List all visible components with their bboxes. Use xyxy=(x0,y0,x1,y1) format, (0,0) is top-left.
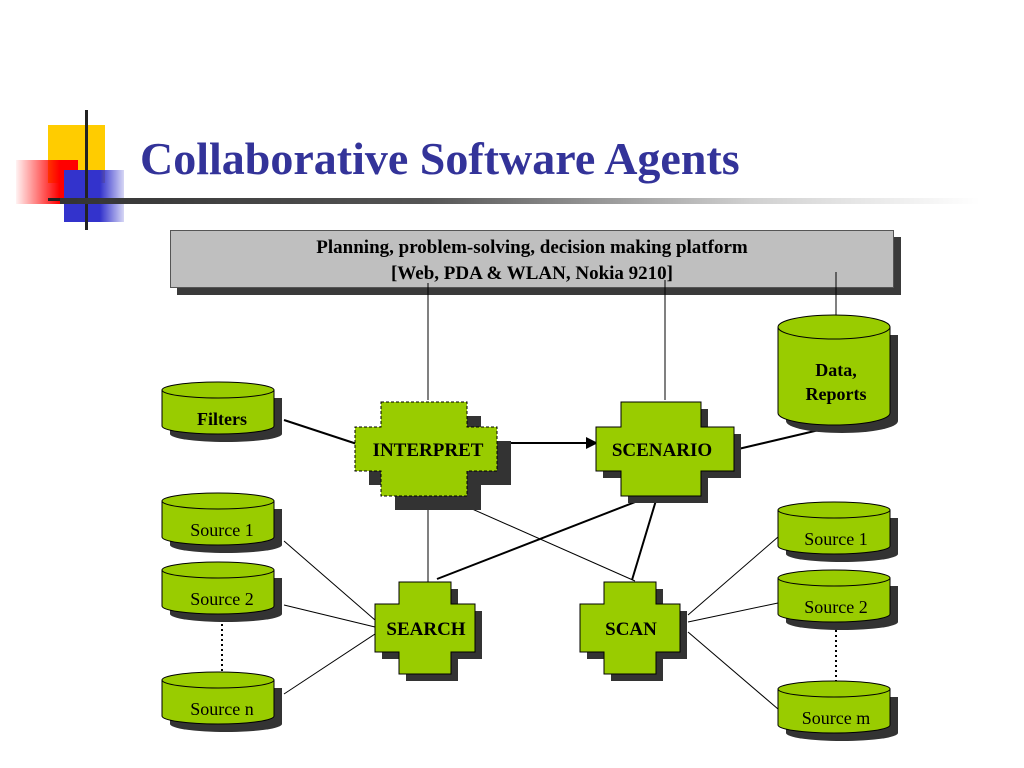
left-source-1-label: Source 1 xyxy=(190,520,253,540)
search-label: SEARCH xyxy=(386,619,465,640)
scan-label: SCAN xyxy=(605,619,657,640)
right-source-1-label: Source 1 xyxy=(804,529,867,549)
left-source-2-label: Source 2 xyxy=(190,589,253,609)
platform-box: Planning, problem-solving, decision maki… xyxy=(170,230,894,288)
connector-scenario-search xyxy=(436,496,649,580)
store-left-source-n: Source n xyxy=(161,671,282,732)
store-filters: Filters xyxy=(161,381,282,442)
left-source-n-label: Source n xyxy=(190,699,253,719)
arrow-interpret-to-scenario xyxy=(505,437,598,449)
connector-source2-search xyxy=(283,604,376,628)
agent-scan: SCAN xyxy=(579,581,687,681)
store-left-source-1: Source 1 xyxy=(161,492,282,553)
data-reports-line-2: Reports xyxy=(806,384,867,404)
store-right-source-1: Source 1 xyxy=(777,501,898,562)
platform-line-1: Planning, problem-solving, decision maki… xyxy=(316,237,748,258)
data-reports-line-1: Data, xyxy=(815,360,857,380)
agent-search: SEARCH xyxy=(374,581,482,681)
store-data-reports: Data, Reports xyxy=(777,314,898,433)
connector-scan-sourcem xyxy=(687,631,779,710)
connector-source1-search xyxy=(283,540,376,621)
decor-blue-square xyxy=(64,170,124,222)
platform-line-2: [Web, PDA & WLAN, Nokia 9210] xyxy=(390,263,674,284)
right-source-m-label: Source m xyxy=(802,708,870,728)
agent-interpret: INTERPRET xyxy=(354,401,511,510)
filters-label: Filters xyxy=(197,409,247,429)
right-source-2-label: Source 2 xyxy=(804,597,867,617)
store-right-source-m: Source m xyxy=(777,680,898,741)
slide-title: Collaborative Software Agents xyxy=(140,133,740,184)
title-underline xyxy=(60,198,980,204)
store-left-source-2: Source 2 xyxy=(161,561,282,622)
connector-scan-source2 xyxy=(687,602,779,623)
interpret-label: INTERPRET xyxy=(373,440,484,461)
connector-filters-interpret xyxy=(283,419,361,446)
store-right-source-2: Source 2 xyxy=(777,569,898,630)
connector-scenario-scan xyxy=(631,496,658,581)
decor-vertical-line xyxy=(85,110,88,230)
scenario-label: SCENARIO xyxy=(612,440,712,461)
connector-scan-source1 xyxy=(687,536,779,616)
agent-scenario: SCENARIO xyxy=(595,401,741,503)
connector-sourcen-search xyxy=(283,633,376,695)
